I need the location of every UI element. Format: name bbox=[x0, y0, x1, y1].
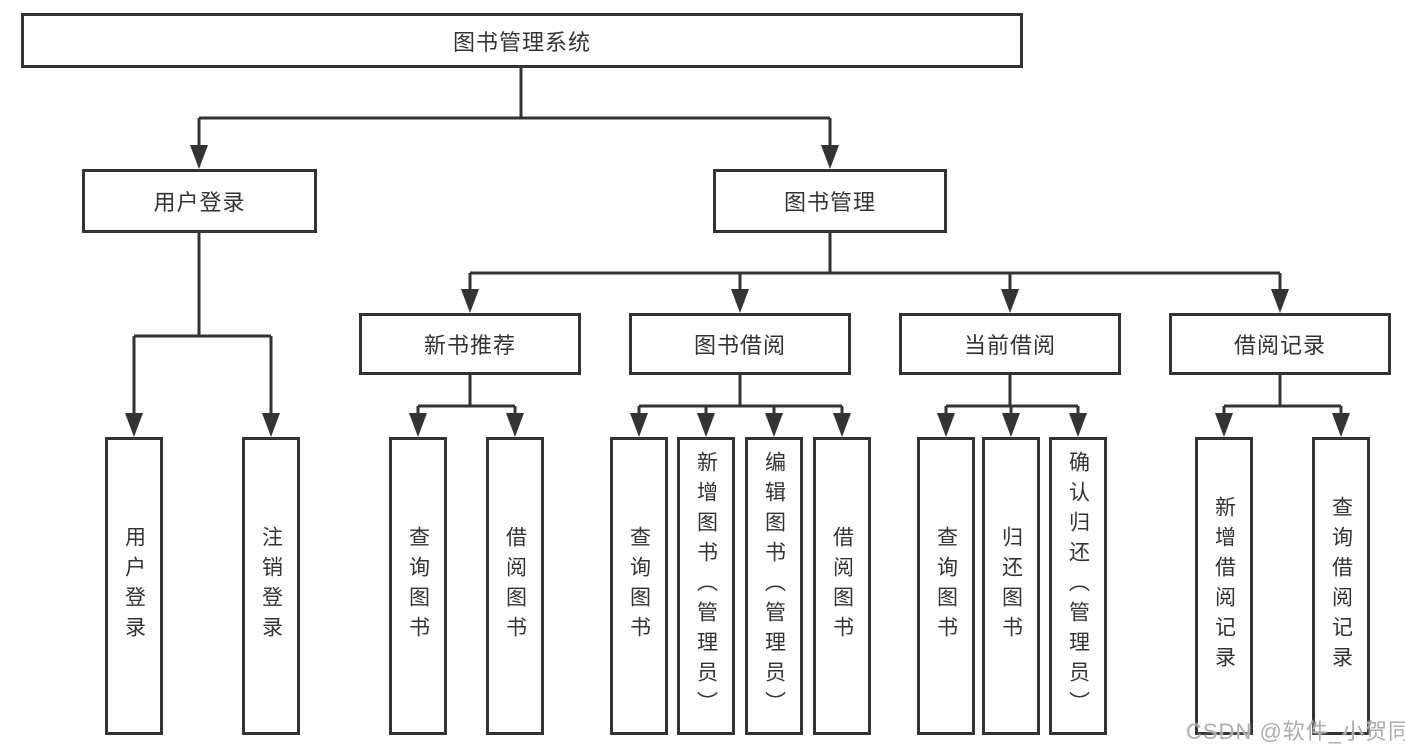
leaf-logout: 注销登录 bbox=[242, 437, 300, 735]
arrowhead-icon bbox=[1215, 413, 1233, 437]
arrowhead-icon bbox=[506, 413, 524, 437]
leaf-add-books-admin: 新增图书（管理员） bbox=[677, 437, 735, 735]
arrowhead-icon bbox=[1271, 289, 1289, 313]
leaf-label: 编辑图书（管理员） bbox=[762, 451, 786, 721]
arrowhead-icon bbox=[821, 145, 839, 169]
arrowhead-icon bbox=[937, 413, 955, 437]
leaf-confirm-return-admin: 确认归还（管理员） bbox=[1049, 437, 1107, 735]
leaf-label: 借阅图书 bbox=[830, 526, 854, 646]
arrowhead-icon bbox=[262, 413, 280, 437]
leaf-label: 注销登录 bbox=[259, 526, 283, 646]
arrowhead-icon bbox=[697, 413, 715, 437]
leaf-label: 归还图书 bbox=[999, 526, 1023, 646]
leaf-label: 确认归还（管理员） bbox=[1066, 451, 1090, 721]
arrowhead-icon bbox=[1001, 289, 1019, 313]
arrowhead-icon bbox=[1002, 413, 1020, 437]
arrowhead-icon bbox=[731, 289, 749, 313]
leaf-label: 新增借阅记录 bbox=[1212, 496, 1236, 676]
arrowhead-icon bbox=[630, 413, 648, 437]
arrowhead-icon bbox=[1332, 413, 1350, 437]
node-borrowing-records: 借阅记录 bbox=[1169, 313, 1391, 375]
node-user-login-module: 用户登录 bbox=[82, 169, 317, 233]
leaf-edit-books-admin: 编辑图书（管理员） bbox=[745, 437, 803, 735]
node-new-book-recommendation: 新书推荐 bbox=[359, 313, 581, 375]
leaf-borrow-books: 借阅图书 bbox=[486, 437, 544, 735]
arrowhead-icon bbox=[1069, 413, 1087, 437]
arrowhead-icon bbox=[125, 413, 143, 437]
leaf-return-books: 归还图书 bbox=[982, 437, 1040, 735]
leaf-user-login: 用户登录 bbox=[105, 437, 163, 735]
leaf-label: 新增图书（管理员） bbox=[694, 451, 718, 721]
leaf-label: 查询图书 bbox=[934, 526, 958, 646]
leaf-label: 借阅图书 bbox=[503, 526, 527, 646]
leaf-add-borrow-record: 新增借阅记录 bbox=[1195, 437, 1253, 735]
arrowhead-icon bbox=[461, 289, 479, 313]
arrowhead-icon bbox=[765, 413, 783, 437]
node-book-borrowing: 图书借阅 bbox=[629, 313, 851, 375]
leaf-query-books: 查询图书 bbox=[389, 437, 447, 735]
leaf-label: 用户登录 bbox=[122, 526, 146, 646]
leaf-label: 查询图书 bbox=[406, 526, 430, 646]
node-current-borrowing: 当前借阅 bbox=[899, 313, 1121, 375]
leaf-borrow-books: 借阅图书 bbox=[813, 437, 871, 735]
arrowhead-icon bbox=[190, 145, 208, 169]
leaf-query-books: 查询图书 bbox=[917, 437, 975, 735]
node-library-system: 图书管理系统 bbox=[21, 13, 1023, 68]
csdn-watermark: CSDN @软件_小贺同学 bbox=[1186, 719, 1405, 744]
arrowhead-icon bbox=[833, 413, 851, 437]
node-book-management-module: 图书管理 bbox=[713, 169, 947, 233]
leaf-query-borrow-record: 查询借阅记录 bbox=[1312, 437, 1370, 735]
leaf-query-books: 查询图书 bbox=[610, 437, 668, 735]
arrowhead-icon bbox=[409, 413, 427, 437]
leaf-label: 查询借阅记录 bbox=[1329, 496, 1353, 676]
leaf-label: 查询图书 bbox=[627, 526, 651, 646]
